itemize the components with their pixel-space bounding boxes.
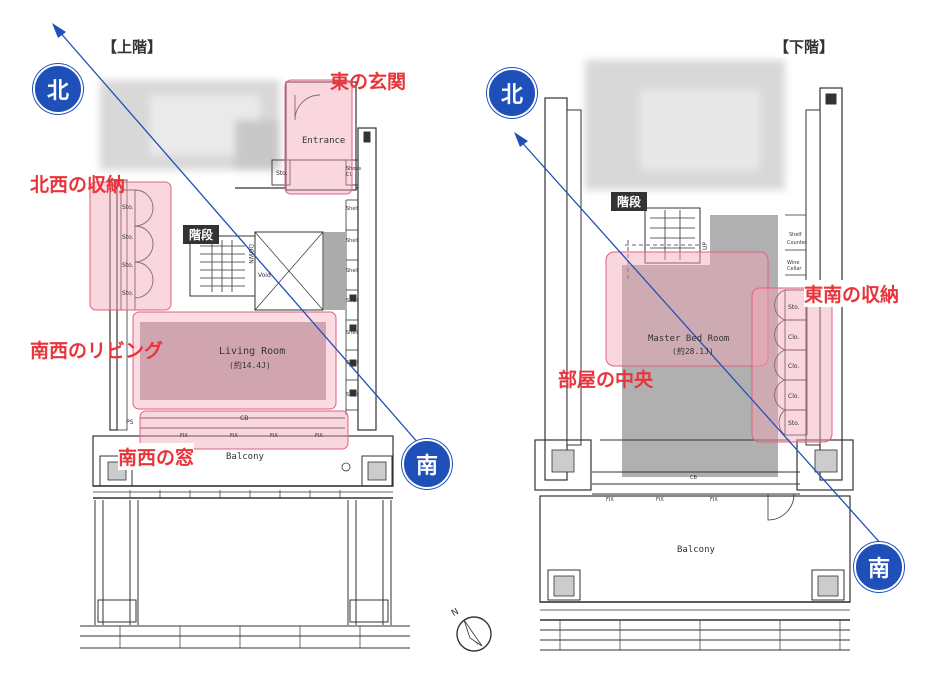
shelf-label: Shelf (346, 298, 359, 304)
fix-label: FIX (315, 433, 323, 439)
fix-label: FIX (710, 497, 718, 503)
upper-stairs-tag: 階段 (183, 225, 220, 244)
callout-east-entrance: 東の玄関 (330, 71, 407, 93)
highlight-living (132, 311, 337, 410)
highlight-entrance (284, 79, 353, 195)
ps-label: PS (126, 419, 134, 426)
clo-label: Clo. (788, 393, 800, 400)
upper-balcony-label: Balcony (226, 452, 264, 462)
cb-label: CB (240, 415, 249, 422)
lower-north-south-line (517, 137, 883, 546)
counter-label: Counter (787, 240, 807, 246)
lower-north-badge: 北 (487, 68, 537, 118)
upper-floor-title: 【上階】 (102, 36, 163, 57)
master-bed-room-area: (約28.1J) (672, 347, 714, 356)
sto-label: Sto. (122, 262, 134, 269)
shelf-label: Shelf (346, 206, 359, 212)
shoes-closet-label: Shoes Cl. (346, 166, 362, 178)
upper-floor-plan (80, 80, 410, 649)
sto-label: Sto. (122, 290, 134, 297)
blurred-area (100, 80, 280, 170)
upper-north-badge: 北 (33, 64, 83, 114)
fix-label: FIX (230, 433, 238, 439)
living-room-fill (140, 322, 326, 400)
callout-sw-living: 南西のリビング (30, 340, 164, 362)
cb-label: CB (690, 475, 697, 481)
fix-label: FIX (656, 497, 664, 503)
down-label: DOWN (247, 244, 254, 264)
lower-arrowhead (514, 132, 528, 147)
callout-room-center: 部屋の中央 (558, 369, 654, 391)
compass-icon (456, 616, 492, 652)
entrance-room (285, 81, 357, 191)
lower-stairs-tag: 階段 (611, 192, 648, 211)
shelf-label: Shelf (346, 238, 359, 244)
upper-south-badge: 南 (402, 439, 452, 489)
sto-label: Sto. (788, 420, 800, 427)
fix-label: FIX (180, 433, 188, 439)
highlight-center (605, 251, 769, 367)
highlight-storage (89, 181, 172, 311)
master-bed-room-label: Master Bed Room (648, 334, 730, 344)
sto-label: Sto. (122, 204, 134, 211)
wine-cellar-label: Wine Cellar (787, 260, 802, 272)
callout-se-storage: 東南の収納 (804, 280, 900, 307)
sto-label: Sto. (122, 234, 134, 241)
clo-label: Clo. (788, 334, 800, 341)
entrance-label: Entrance (302, 136, 346, 146)
lower-highlights (605, 251, 833, 443)
living-room-area: (約14.4J) (229, 361, 271, 370)
east-wall (357, 127, 377, 431)
lower-balcony-label: Balcony (677, 545, 715, 555)
shelf-label: Shelf (346, 360, 359, 366)
lower-south-badge: 南 (854, 542, 904, 592)
shelf-label: Shelf (346, 330, 359, 336)
fix-label: FIX (270, 433, 278, 439)
upper-highlights (89, 79, 353, 450)
callout-nw-storage: 北西の収納 (30, 174, 126, 196)
highlight-window (139, 410, 349, 450)
lower-floor-title: 【下階】 (774, 36, 835, 57)
entrance-sto-label: Sto. (276, 170, 288, 177)
upper-north-south-line (57, 29, 427, 453)
shelf-label: Shelf (789, 232, 802, 238)
fix-label: FIX (606, 497, 614, 503)
void-label: Void (258, 272, 271, 279)
sto-label: Sto. (788, 304, 800, 311)
lower-stairs (644, 207, 701, 264)
shelf-label: Shelf (346, 268, 359, 274)
callout-sw-window: 南西の窓 (118, 443, 195, 470)
clo-label: Clo. (788, 363, 800, 370)
shelf-label: Shelf (346, 392, 359, 398)
blurred-area-lower (585, 60, 785, 190)
up-label: UP (702, 241, 709, 250)
highlight-se-storage (751, 287, 833, 443)
living-room-label: Living Room (219, 346, 286, 357)
upper-arrowhead (52, 23, 66, 38)
